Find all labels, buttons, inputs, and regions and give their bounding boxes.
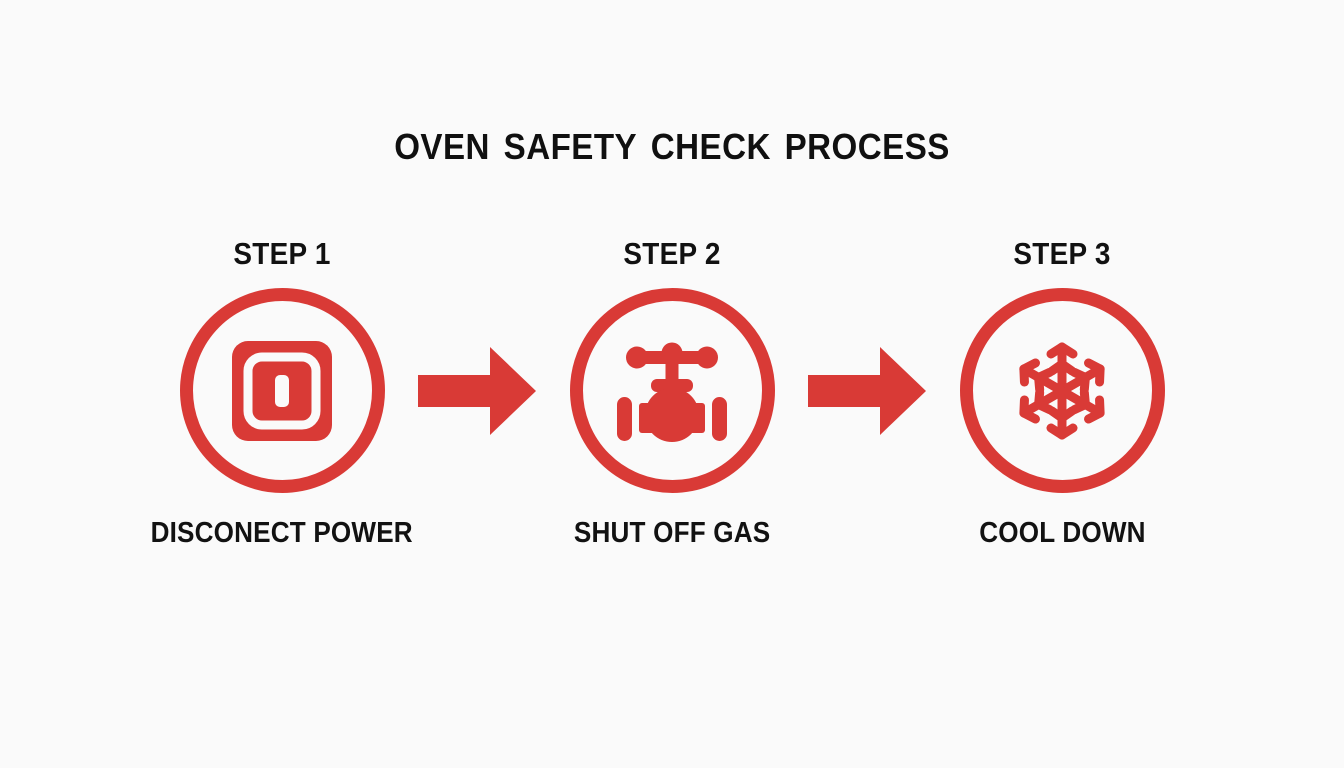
arrow-right-icon [806, 345, 928, 442]
power-outlet-switch-icon [226, 335, 338, 447]
step-2-icon-circle[interactable] [569, 288, 775, 493]
step-3-icon-circle[interactable] [959, 288, 1165, 493]
connector-1 [416, 291, 538, 496]
arrow-right-icon [416, 345, 538, 442]
connector-2 [806, 291, 928, 496]
process-step-3[interactable]: STEP 3 [928, 236, 1196, 550]
step-1-label: STEP 1 [233, 236, 331, 271]
page-title: OVEN SAFETY CHECK PROCESS [394, 113, 950, 171]
process-step-2[interactable]: STEP 2 [538, 236, 806, 550]
snowflake-icon [1009, 338, 1115, 444]
step-2-caption: SHUT OFF GAS [573, 517, 771, 549]
step-2-label: STEP 2 [623, 236, 721, 271]
step-3-caption: COOL DOWN [978, 517, 1146, 549]
process-flow: STEP 1 DISCONECT POWER [0, 236, 1344, 576]
gas-valve-icon [611, 335, 733, 447]
process-step-1[interactable]: STEP 1 DISCONECT POWER [148, 236, 416, 550]
step-1-icon-circle[interactable] [179, 288, 385, 493]
step-3-label: STEP 3 [1013, 236, 1111, 271]
step-1-caption: DISCONECT POWER [150, 517, 414, 549]
